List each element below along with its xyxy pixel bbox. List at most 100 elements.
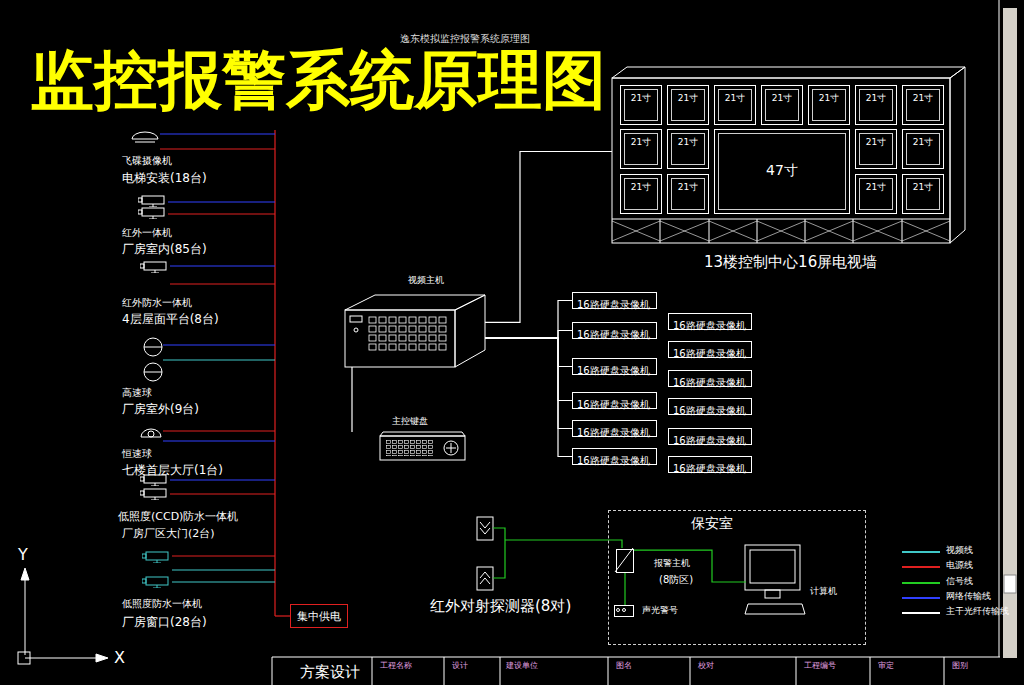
dvr-box: 16路硬盘录像机 — [668, 370, 752, 387]
monitor-21: 21寸 — [620, 129, 662, 169]
host-logo — [350, 316, 362, 322]
node-label: (8防区) — [659, 574, 693, 586]
wire — [172, 569, 275, 570]
text-label: 工程编号 — [804, 661, 836, 671]
y-axis — [25, 572, 26, 655]
security-room: 保安室报警主机(8防区)声光警号计算机 — [608, 510, 866, 645]
monitor-21: 21寸 — [902, 85, 944, 125]
monitor-21: 21寸 — [855, 85, 897, 125]
legend-swatch — [902, 566, 940, 568]
keyboard-keys — [386, 440, 434, 456]
node-text: 16路硬盘录像机 — [673, 461, 746, 476]
monitor-21: 21寸 — [667, 129, 709, 169]
node-text: 16路硬盘录像机 — [673, 375, 746, 390]
node-text: 集中供电 — [297, 606, 341, 628]
computer-screen — [750, 550, 795, 583]
monitor-21: 21寸 — [714, 85, 756, 125]
text-label: 厂房厂区大门(2台) — [122, 527, 215, 540]
legend-text: 电源线 — [946, 560, 973, 571]
legend-text: 网络传输线 — [946, 591, 991, 602]
wire — [163, 344, 275, 345]
monitor-21: 21寸 — [667, 85, 709, 125]
legend-swatch — [902, 582, 940, 584]
matrix-host-drawing — [345, 295, 485, 367]
dvr-box: 16路硬盘录像机 — [572, 358, 657, 375]
ir-detector — [480, 572, 490, 578]
box-camera — [142, 552, 168, 563]
video-wall-frame — [612, 67, 965, 243]
dvr-box: 16路硬盘录像机 — [668, 313, 752, 330]
x-axis — [25, 658, 104, 659]
node-label: 计算机 — [810, 586, 837, 597]
ir-detector — [477, 517, 493, 540]
wire — [170, 493, 275, 494]
speed-dome — [144, 372, 162, 373]
title-block-line — [272, 657, 944, 685]
node-text: 21寸 — [866, 137, 886, 148]
legend-text: 视频线 — [946, 545, 973, 556]
dvr-box: 16路硬盘录像机 — [572, 420, 657, 437]
monitor-21: 21寸 — [620, 174, 662, 214]
text-label: 方案设计 — [300, 663, 360, 681]
keyboard-joystick — [444, 441, 458, 455]
host-led — [354, 328, 358, 332]
monitor-21: 21寸 — [902, 129, 944, 169]
legend-text: 信号线 — [946, 576, 973, 587]
text-label: 4层屋面平台(8台) — [122, 312, 219, 326]
wire — [168, 213, 275, 214]
keyboard-joystick — [446, 443, 456, 453]
text-label: 逸东模拟监控报警系统原理图 — [400, 33, 530, 45]
host-front — [345, 310, 455, 367]
text-label: 审定 — [878, 661, 894, 671]
node-text: 21寸 — [866, 93, 886, 104]
node-text: 16路硬盘录像机 — [577, 297, 650, 312]
monitor-21: 21寸 — [855, 129, 897, 169]
connector — [624, 573, 625, 605]
node-text: 21寸 — [678, 137, 698, 148]
dvr-box: 16路硬盘录像机 — [668, 341, 752, 358]
text-label: 电梯安装(18台) — [122, 171, 207, 185]
connector — [485, 338, 572, 400]
node-text: 21寸 — [631, 93, 651, 104]
keyboard-top — [380, 432, 465, 436]
constant-dome — [141, 429, 161, 437]
ir-detector — [480, 578, 490, 584]
monitor-21: 21寸 — [667, 174, 709, 214]
text-label: 低照度(CCD)防水一体机 — [118, 510, 238, 523]
node-text: 21寸 — [772, 93, 792, 104]
computer-monitor — [745, 545, 800, 590]
node-text: 21寸 — [725, 93, 745, 104]
dvr-box: 16路硬盘录像机 — [668, 428, 752, 445]
wire — [160, 148, 275, 149]
text-label: 低照度防水一体机 — [122, 598, 202, 610]
axes — [18, 568, 108, 664]
node-text: 21寸 — [631, 182, 651, 193]
monitor-21: 21寸 — [808, 85, 850, 125]
legend-swatch — [902, 597, 940, 599]
node-text: 21寸 — [866, 182, 886, 193]
speed-dome — [144, 347, 162, 348]
ir-detector — [480, 522, 490, 528]
title-block-line — [272, 657, 1000, 658]
node-text: 16路硬盘录像机 — [673, 346, 746, 361]
dvr-box: 16路硬盘录像机 — [668, 398, 752, 415]
connector — [351, 367, 352, 432]
dvr-box: 16路硬盘录像机 — [572, 448, 657, 465]
node-label: 13楼控制中心16屏电视墙 — [704, 253, 877, 271]
text-label: 恒速球 — [122, 448, 152, 460]
text-label: 图别 — [952, 661, 968, 671]
scrollbar — [1003, 8, 1017, 658]
wire — [163, 359, 275, 360]
node-text: 21寸 — [913, 93, 933, 104]
dome-camera — [132, 132, 158, 139]
node-text: 16路硬盘录像机 — [673, 433, 746, 448]
title-block — [272, 657, 1000, 685]
monitor-21: 21寸 — [761, 85, 803, 125]
legend-swatch — [902, 612, 940, 614]
siren-mark — [623, 609, 626, 612]
text-label: Y — [18, 545, 28, 564]
text-label: 飞碟摄像机 — [122, 155, 172, 167]
node-text: 16路硬盘录像机 — [673, 318, 746, 333]
node-label: 声光警号 — [642, 605, 678, 616]
ir-detector — [477, 567, 493, 590]
